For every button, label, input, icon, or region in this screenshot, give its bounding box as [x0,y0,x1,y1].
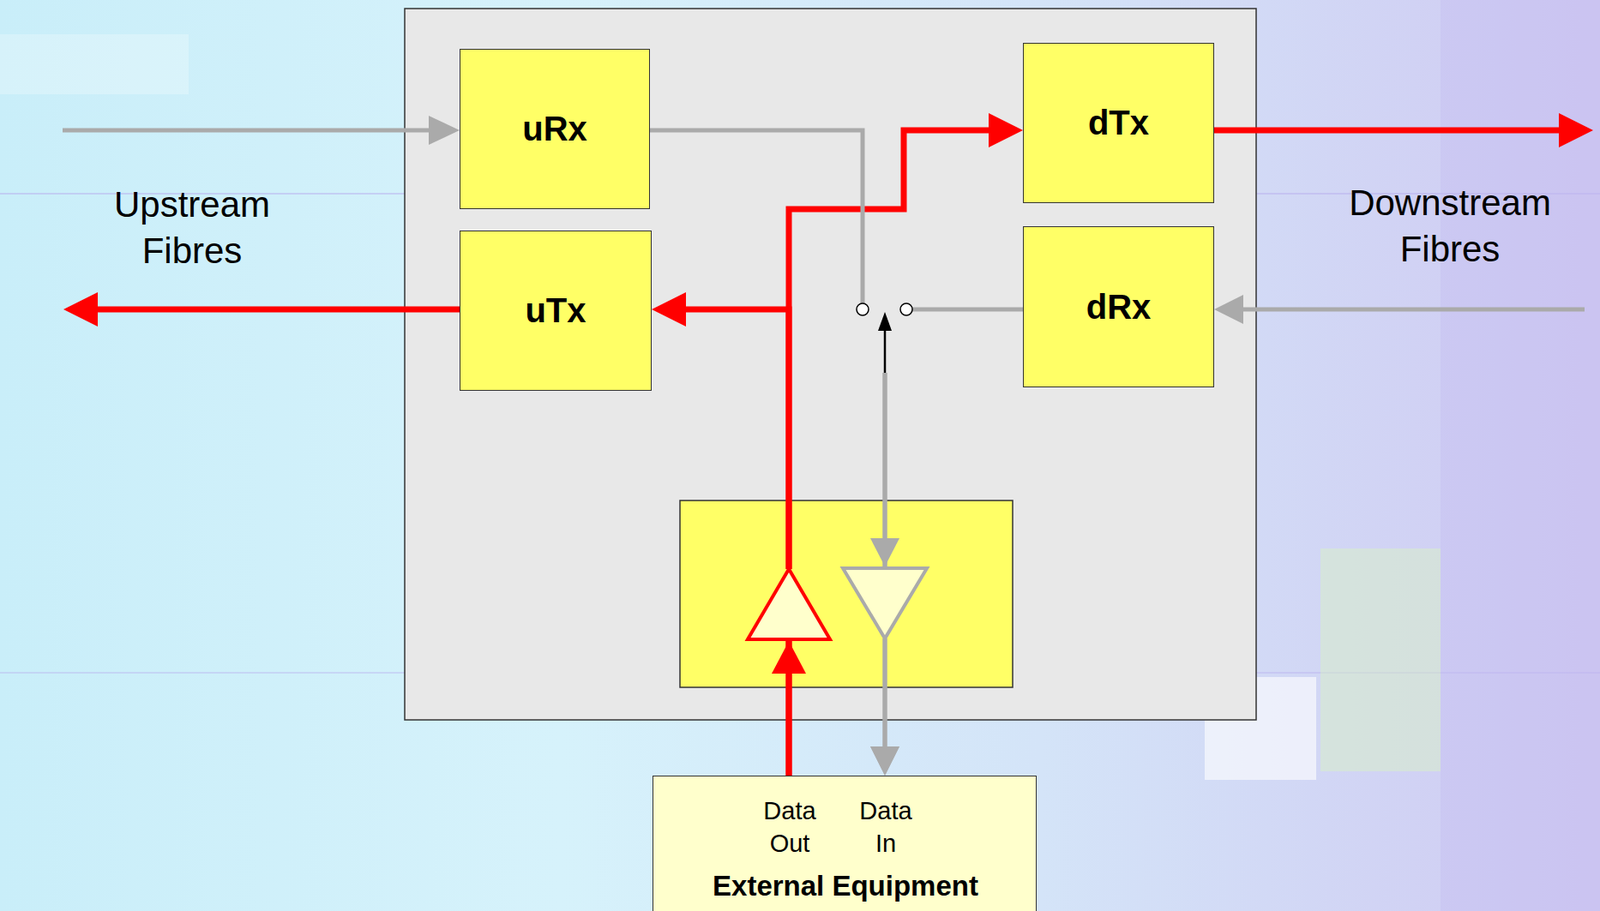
switch-pole-head [878,312,892,331]
housing-panel [404,8,1257,721]
box-label: uTx [524,291,586,331]
arrow-head [870,538,900,567]
equipment-box: Data Out Data In External Equipment [652,775,1037,911]
signal-name: Data In [851,795,921,861]
fibre-line [62,128,429,133]
equipment-title: External Equipment [661,869,1030,904]
fibre-line [1243,307,1585,313]
arrow-head [651,292,686,327]
fibre-line [97,306,460,313]
receiver-box: dRx [1022,226,1215,388]
connector-line [649,130,863,304]
fibre-line [1214,127,1559,134]
signal-connector [788,113,1023,776]
transmitter-box: uTx [459,230,652,391]
box-label: dRx [1086,288,1152,327]
transmitter-box: dTx [1022,42,1215,204]
signal-connector [870,309,1023,776]
switch-contact [900,303,913,316]
signal-connector [649,130,900,776]
connector-line [788,130,989,570]
box-label: uRx [522,109,588,149]
arrow-head [1558,113,1594,148]
connector-line [883,638,888,747]
arrow-head [428,115,460,145]
fibre-label: Upstream Fibres [80,181,304,275]
arrow-head [63,292,98,327]
switch-contact [856,303,869,316]
receiver-box: uRx [459,48,650,210]
arrow-head [988,113,1023,148]
connector-line [685,309,789,570]
switch-pole [884,329,887,373]
connector-line [883,638,888,747]
arrow-head [870,746,900,776]
fibre-label: Downstream Fibres [1321,180,1579,273]
signal-connector [651,292,789,776]
arrow-head [870,746,900,776]
arrow-head [771,641,807,674]
signal-name: Data Out [755,795,825,861]
interface-box [679,500,1013,688]
connector-line [912,307,1023,313]
box-label: dTx [1088,103,1149,143]
arrow-head [1214,294,1244,325]
driver-triangle [747,569,831,640]
receiver-triangle [842,568,927,639]
